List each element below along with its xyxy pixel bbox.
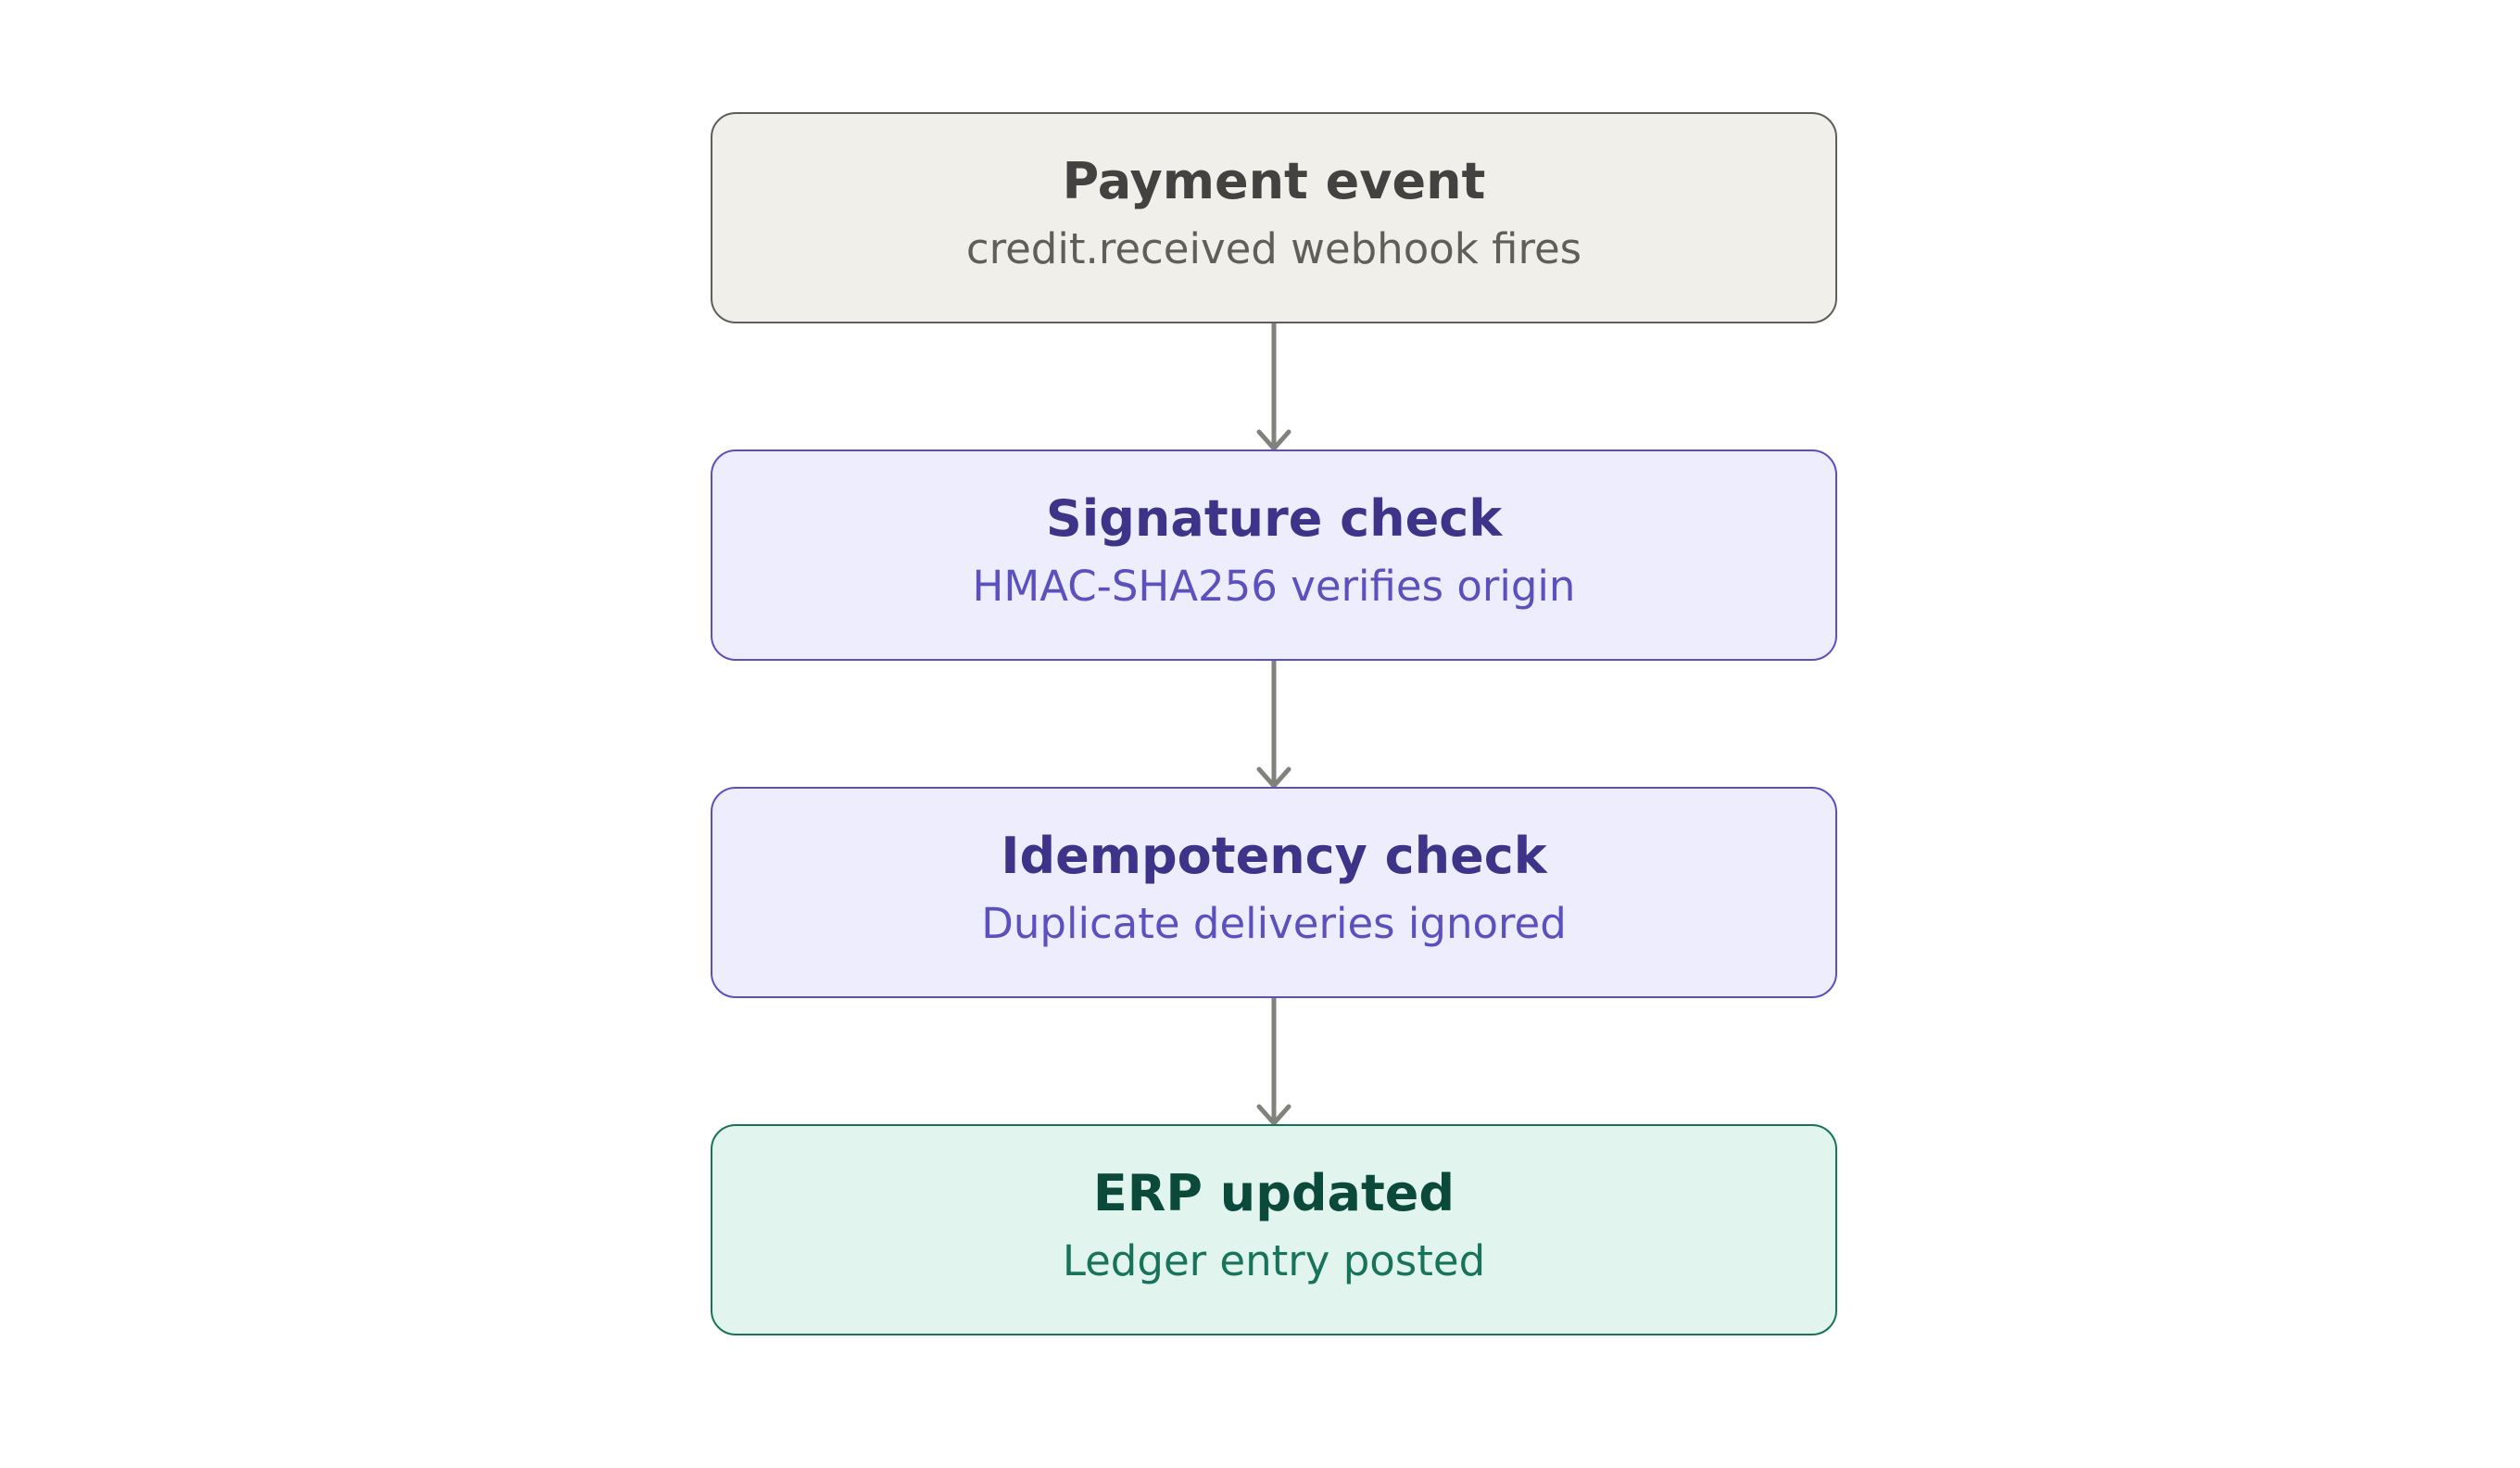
node-subtitle: Duplicate deliveries ignored [981,899,1567,948]
node-box [711,1124,1837,1335]
flow-nodes: Payment event credit.received webhook fir… [711,112,1837,1335]
node-box [711,449,1837,661]
connector-arrow [1256,660,1292,789]
node-title: Idempotency check [1001,827,1547,885]
node-title: ERP updated [1093,1164,1455,1222]
arrow-head-icon [1256,766,1292,789]
arrow-head-icon [1256,1104,1292,1126]
connector-arrow [1256,997,1292,1126]
flow-edges [1256,323,1292,1126]
node-box [711,787,1837,998]
node-subtitle: HMAC-SHA256 verifies origin [973,562,1576,611]
node-subtitle: credit.received webhook fires [966,224,1581,273]
node-payment-event: Payment event credit.received webhook fir… [711,112,1837,323]
node-subtitle: Ledger entry posted [1063,1236,1485,1285]
node-box [711,112,1837,323]
arrow-head-icon [1256,429,1292,451]
node-title: Signature check [1046,489,1503,548]
node-title: Payment event [1063,152,1486,210]
connector-arrow [1256,323,1292,451]
